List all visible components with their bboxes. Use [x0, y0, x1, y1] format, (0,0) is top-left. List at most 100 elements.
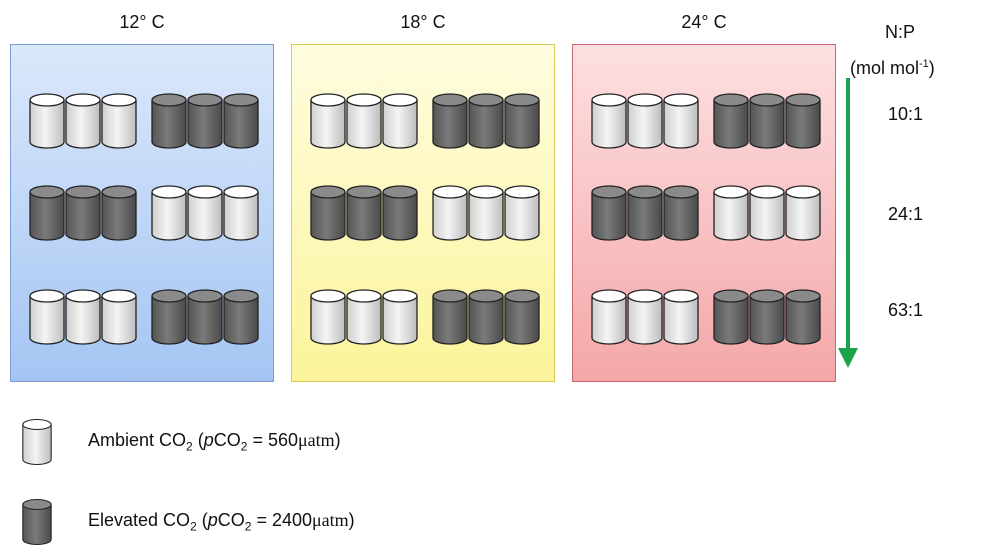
- ambient-cylinder-icon: [223, 185, 259, 241]
- ambient-cylinder-icon: [310, 93, 346, 149]
- temp-label-12c: 12° C: [119, 12, 165, 32]
- cylinder-top: [310, 93, 346, 107]
- cylinder-body: [187, 100, 223, 149]
- cylinder-group-elevated: [713, 93, 821, 149]
- cylinder-top: [785, 185, 821, 199]
- cylinder-body: [713, 192, 749, 241]
- elevated-cylinder-icon: [187, 93, 223, 149]
- cylinder-top: [504, 289, 540, 303]
- cylinder-body: [22, 424, 52, 466]
- elevated-cylinder-icon: [713, 93, 749, 149]
- cylinder-body: [663, 100, 699, 149]
- cylinder-body: [223, 296, 259, 345]
- cylinder-top: [187, 185, 223, 199]
- elevated-cylinder-icon: [749, 93, 785, 149]
- legend-elevated-label: Elevated CO2 (pCO2 = 2400μatm): [88, 510, 355, 534]
- cylinder-body: [151, 192, 187, 241]
- cylinder-top: [22, 418, 52, 431]
- elevated-cylinder-icon: [187, 289, 223, 345]
- cylinder-top: [627, 185, 663, 199]
- elevated-cylinder-icon: [663, 185, 699, 241]
- ambient-cylinder-icon: [663, 289, 699, 345]
- cylinder-top: [346, 289, 382, 303]
- cylinder-top: [504, 185, 540, 199]
- np-ratio-10-1: 10:1: [888, 104, 924, 124]
- cylinder-top: [382, 93, 418, 107]
- ambient-cylinder-icon: [101, 289, 137, 345]
- cylinder-body: [187, 192, 223, 241]
- np-header: N:P: [884, 22, 915, 42]
- cylinder-top: [785, 289, 821, 303]
- cylinder-body: [346, 296, 382, 345]
- elevated-cylinder-icon: [310, 185, 346, 241]
- cylinder-group-elevated: [151, 289, 259, 345]
- cylinder-body: [310, 296, 346, 345]
- panel-12c: [10, 44, 274, 382]
- cylinder-body: [627, 192, 663, 241]
- temp-label-24c: 24° C: [681, 12, 727, 32]
- ambient-cylinder-icon: [749, 185, 785, 241]
- cylinder-body: [310, 100, 346, 149]
- cylinder-body: [65, 296, 101, 345]
- cylinder-group-elevated: [151, 93, 259, 149]
- ambient-cylinder-icon: [785, 185, 821, 241]
- cylinder-body: [101, 192, 137, 241]
- cylinder-body: [713, 100, 749, 149]
- elevated-cylinder-icon: [468, 93, 504, 149]
- legend-ambient-label: Ambient CO2 (pCO2 = 560μatm): [88, 430, 341, 454]
- cylinder-group-ambient: [29, 93, 137, 149]
- cylinder-group-ambient: [591, 93, 699, 149]
- cylinder-top: [223, 185, 259, 199]
- cylinder-top: [749, 185, 785, 199]
- cylinder-body: [785, 296, 821, 345]
- cylinder-group-ambient: [310, 93, 418, 149]
- cylinder-body: [504, 296, 540, 345]
- elevated-cylinder-icon: [785, 93, 821, 149]
- cylinder-group-elevated: [310, 185, 418, 241]
- cylinder-body: [468, 192, 504, 241]
- np-arrow-head: [838, 348, 858, 368]
- cylinder-body: [785, 100, 821, 149]
- elevated-cylinder-icon: [504, 93, 540, 149]
- ambient-cylinder-icon: [627, 93, 663, 149]
- elevated-cylinder-icon: [101, 185, 137, 241]
- ambient-cylinder-icon: [382, 289, 418, 345]
- cylinder-body: [591, 192, 627, 241]
- elevated-cylinder-icon: [223, 289, 259, 345]
- cylinder-top: [713, 289, 749, 303]
- ambient-cylinder-icon: [151, 185, 187, 241]
- cylinder-top: [627, 93, 663, 107]
- cylinder-top: [65, 185, 101, 199]
- cylinder-group-elevated: [29, 185, 137, 241]
- cylinder-top: [151, 289, 187, 303]
- ambient-cylinder-icon: [29, 289, 65, 345]
- cylinder-top: [504, 93, 540, 107]
- cylinder-top: [346, 185, 382, 199]
- cylinder-top: [591, 93, 627, 107]
- elevated-cylinder-icon: [151, 289, 187, 345]
- elevated-cylinder-icon: [432, 93, 468, 149]
- ambient-cylinder-icon: [101, 93, 137, 149]
- cylinder-body: [627, 296, 663, 345]
- cylinder-top: [432, 185, 468, 199]
- cylinder-body: [591, 296, 627, 345]
- np-ratio-24-1: 24:1: [888, 204, 924, 224]
- cylinder-body: [432, 192, 468, 241]
- cylinder-group-ambient: [310, 289, 418, 345]
- ambient-cylinder-icon: [432, 185, 468, 241]
- cylinder-top: [187, 93, 223, 107]
- cylinder-top: [382, 289, 418, 303]
- cylinder-body: [65, 192, 101, 241]
- cylinder-top: [310, 185, 346, 199]
- ambient-cylinder-icon: [663, 93, 699, 149]
- cylinder-top: [749, 289, 785, 303]
- ambient-cylinder-icon: [382, 93, 418, 149]
- cylinder-top: [382, 185, 418, 199]
- cylinder-body: [29, 296, 65, 345]
- cylinder-top: [713, 185, 749, 199]
- elevated-cylinder-icon: [468, 289, 504, 345]
- cylinder-body: [663, 296, 699, 345]
- cylinder-top: [663, 289, 699, 303]
- cylinder-top: [65, 93, 101, 107]
- ambient-cylinder-icon: [713, 185, 749, 241]
